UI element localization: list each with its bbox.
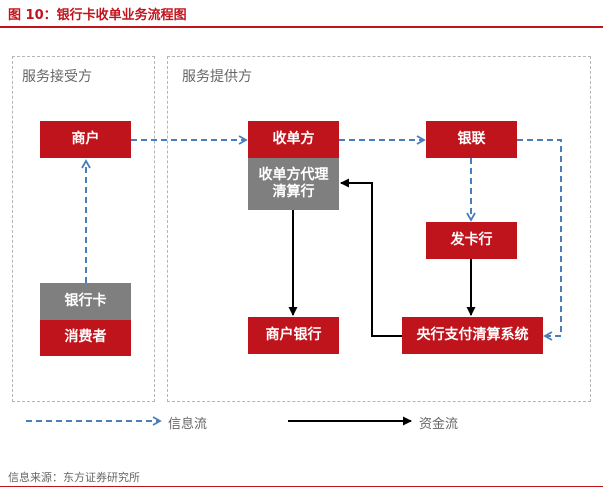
source-note: 信息来源：东方证券研究所 bbox=[8, 471, 140, 484]
fund-arrow-clearing-to-agent bbox=[340, 178, 402, 337]
title-divider bbox=[0, 26, 603, 28]
acquirer-node: 收单方 bbox=[248, 121, 339, 158]
acceptor-zone-label: 服务接受方 bbox=[22, 69, 92, 85]
merchant-node: 商户 bbox=[40, 121, 131, 158]
info-arrow-unionpay-to-clearing bbox=[517, 139, 562, 341]
bank-card-node: 银行卡 bbox=[40, 283, 131, 320]
merchant-bank-node: 商户银行 bbox=[248, 317, 339, 354]
consumer-node: 消费者 bbox=[40, 320, 131, 356]
bottom-divider bbox=[0, 486, 603, 487]
unionpay-node: 银联 bbox=[426, 121, 517, 158]
provider-zone bbox=[167, 56, 591, 402]
acquirer-agent-line1: 收单方代理 bbox=[258, 166, 329, 183]
provider-zone-label: 服务提供方 bbox=[182, 69, 252, 85]
acquirer-agent-line2: 清算行 bbox=[272, 184, 315, 200]
central-clearing-node: 央行支付清算系统 bbox=[402, 317, 543, 354]
legend-info-label: 信息流 bbox=[168, 417, 208, 432]
acquirer-agent-bank-node: 收单方代理 清算行 bbox=[248, 158, 339, 210]
legend-fund-label: 资金流 bbox=[419, 417, 459, 432]
figure-title: 图 10：银行卡收单业务流程图 bbox=[8, 8, 187, 23]
acceptor-zone bbox=[12, 56, 155, 402]
issuer-node: 发卡行 bbox=[426, 222, 517, 259]
